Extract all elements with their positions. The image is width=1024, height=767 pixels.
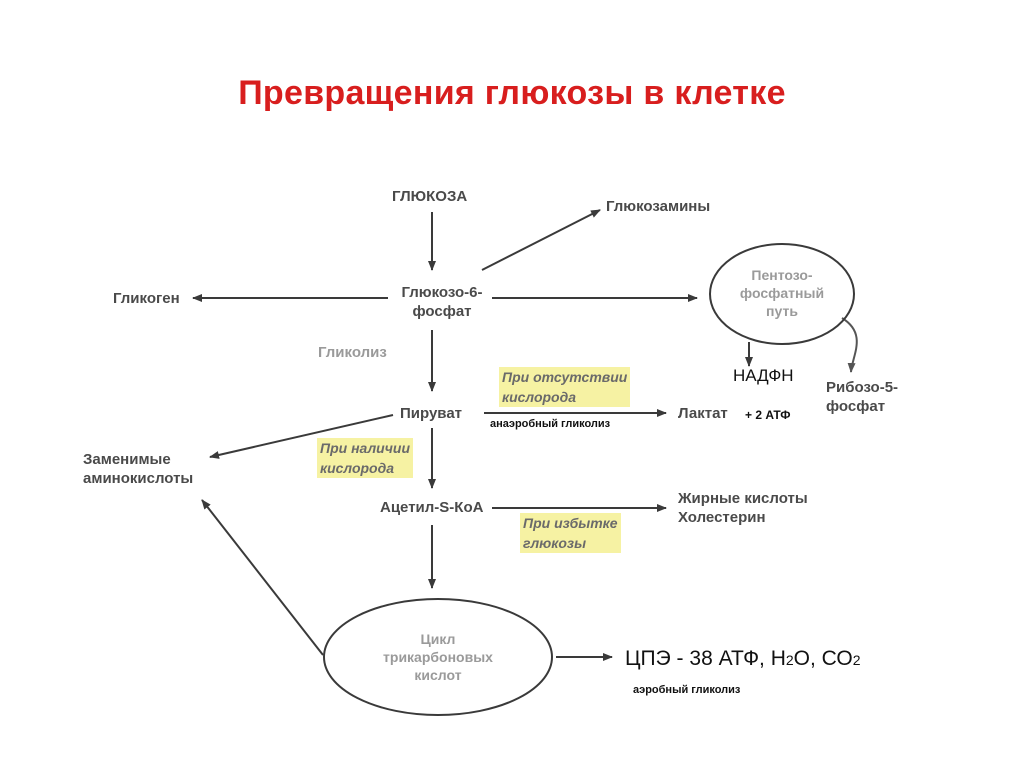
node-acetyl-coa: Ацетил-S-КоА: [380, 499, 484, 516]
node-pentose-line2: фосфатный: [739, 285, 825, 301]
etc-sub-co2: 2: [852, 652, 861, 668]
condition-excess-glucose-line2: глюкозы: [523, 535, 587, 551]
tca-cycle-ellipse: [323, 598, 553, 716]
condition-no-oxygen-line2: кислорода: [502, 389, 577, 405]
node-g6p-line1: Глюкозо-6-: [401, 284, 483, 301]
node-glucosamines: Глюкозамины: [606, 198, 711, 215]
node-pyruvate: Пируват: [400, 405, 463, 422]
node-tca-line2: трикарбоновых: [383, 649, 493, 665]
etc-mid: О, СО: [793, 647, 853, 670]
condition-with-oxygen: При наличии кислорода: [317, 438, 414, 478]
node-glucose-6-phosphate: Глюкозо-6- фосфат: [382, 283, 502, 321]
node-g6p-line2: фосфат: [412, 303, 472, 320]
node-amino-line2: аминокислоты: [83, 470, 194, 487]
slide-title: Превращения глюкозы в клетке: [238, 74, 786, 112]
node-glycogen: Гликоген: [113, 290, 180, 307]
node-glucose: ГЛЮКОЗА: [392, 188, 468, 205]
etc-sub-h2o: 2: [785, 652, 794, 668]
arrow-tca-amino: [201, 499, 324, 656]
label-glycolysis: Гликолиз: [318, 344, 387, 361]
node-ribose-line2: фосфат: [826, 398, 886, 415]
node-cholesterol: Холестерин: [678, 509, 766, 526]
node-ribose-line1: Рибозо-5-: [826, 379, 899, 396]
label-aerobic-glycolysis: аэробный гликолиз: [633, 684, 741, 696]
condition-excess-glucose-line1: При избытке: [523, 515, 618, 531]
condition-excess-glucose: При избытке глюкозы: [520, 513, 621, 553]
label-plus-2-atp: + 2 АТФ: [745, 408, 791, 422]
label-nadph: НАДФН: [733, 366, 794, 385]
node-tca-line1: Цикл: [420, 631, 456, 647]
node-amino-line1: Заменимые: [83, 451, 171, 468]
arrow-g6p-glucosamines: [481, 209, 601, 271]
etc-prefix: ЦПЭ - 38 АТФ, Н: [625, 647, 786, 670]
arrow-pentose-ribose: [841, 317, 858, 373]
condition-with-oxygen-line2: кислорода: [320, 460, 395, 476]
node-fatty-acids-cholesterol: Жирные кислоты Холестерин: [678, 489, 808, 527]
node-fatty-acids: Жирные кислоты: [678, 490, 808, 507]
node-lactate: Лактат: [678, 405, 728, 422]
label-anaerobic-glycolysis: анаэробный гликолиз: [490, 418, 611, 430]
node-pentose-line3: путь: [766, 303, 798, 319]
pentose-pathway-ellipse: [709, 243, 855, 345]
condition-with-oxygen-line1: При наличии: [320, 440, 411, 456]
node-tca-line3: кислот: [414, 667, 462, 683]
node-pentose-pathway: Пентозо- фосфатный путь: [722, 266, 842, 320]
arrow-pyruvate-amino: [209, 414, 394, 459]
node-ribose-5-phosphate: Рибозо-5- фосфат: [826, 378, 898, 416]
label-etc-summary: ЦПЭ - 38 АТФ, Н2О, СО2: [625, 647, 861, 671]
condition-no-oxygen-line1: При отсутствии: [502, 369, 628, 385]
node-pentose-line1: Пентозо-: [751, 267, 813, 283]
condition-no-oxygen: При отсутствии кислорода: [499, 367, 631, 407]
node-tca-cycle: Цикл трикарбоновых кислот: [355, 630, 521, 684]
node-amino-acids: Заменимые аминокислоты: [83, 450, 193, 488]
